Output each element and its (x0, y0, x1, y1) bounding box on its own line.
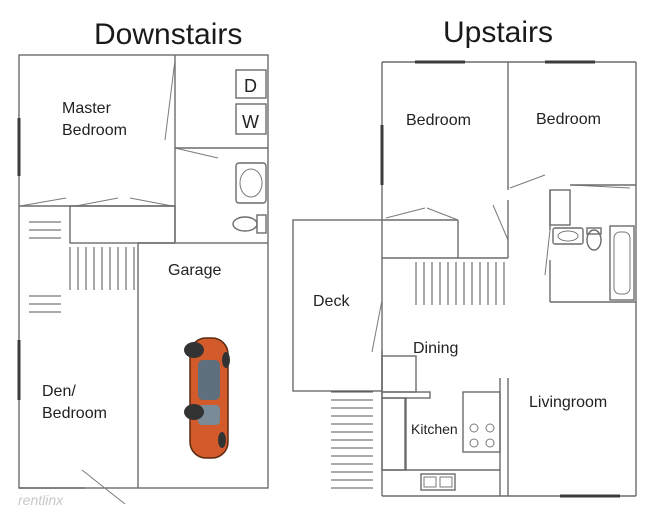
upstairs-title: Upstairs (443, 16, 553, 49)
dining-label: Dining (413, 340, 458, 357)
bathtub-icon (609, 225, 635, 301)
watermark: rentlinx (18, 492, 64, 508)
stove-icon (469, 423, 495, 448)
bedroom-right-label: Bedroom (536, 111, 601, 128)
upstairs-plan: Bedroom Bedroom Deck Dining Kitchen Livi… (292, 60, 637, 498)
garage-label: Garage (168, 262, 221, 279)
washer-icon: W (235, 103, 267, 135)
svg-text:D: D (244, 76, 257, 96)
den-label-2: Bedroom (42, 405, 107, 422)
bath-toilet-icon (586, 227, 602, 251)
den-label-1: Den/ (42, 383, 76, 400)
bath-sink-icon (552, 227, 584, 245)
sink-icon (235, 162, 267, 204)
kitchen-label: Kitchen (411, 421, 458, 437)
livingroom-label: Livingroom (529, 394, 607, 411)
deck-label: Deck (313, 293, 350, 310)
master-bedroom-label-1: Master (62, 100, 112, 117)
deck-stairs (331, 391, 373, 489)
downstairs-title: Downstairs (94, 18, 242, 51)
kitchen-sink-icon (420, 473, 456, 491)
toilet-icon (232, 214, 267, 234)
upstairs-stairs (415, 262, 505, 305)
downstairs-stairs (69, 247, 135, 290)
bedroom-left-label: Bedroom (406, 112, 471, 129)
car-icon (184, 337, 230, 459)
svg-text:W: W (242, 112, 259, 132)
dryer-icon: D (235, 69, 267, 99)
downstairs-plan: D W Master Bedroom Garage D (17, 54, 269, 505)
master-bedroom-label-2: Bedroom (62, 122, 127, 139)
